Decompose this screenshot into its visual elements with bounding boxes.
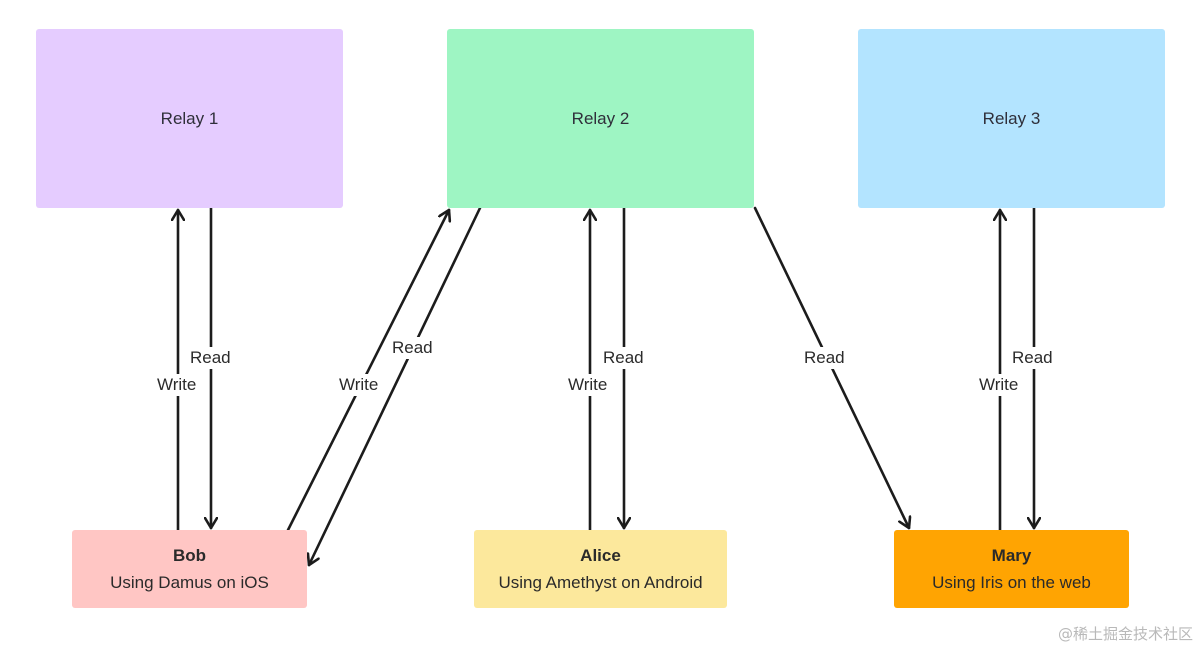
read-label-relay2-bob: Read <box>390 337 435 359</box>
relay-1-box: Relay 1 <box>36 29 343 208</box>
client-bob-name: Bob <box>172 546 207 565</box>
relay-2-box: Relay 2 <box>447 29 754 208</box>
client-mary-box: Mary Using Iris on the web <box>894 530 1129 608</box>
relay2-read-bob-arrow <box>309 206 482 567</box>
write-label-mary-relay3: Write <box>977 374 1021 396</box>
write-label-bob-relay2: Write <box>337 374 381 396</box>
client-mary-name: Mary <box>991 546 1032 565</box>
read-label-relay3-mary: Read <box>1010 347 1055 369</box>
relay-2-label: Relay 2 <box>571 108 630 128</box>
client-mary-subtitle: Using Iris on the web <box>932 573 1091 592</box>
relay-3-label: Relay 3 <box>982 108 1041 128</box>
relay-3-box: Relay 3 <box>858 29 1165 208</box>
client-bob-subtitle: Using Damus on iOS <box>110 573 269 592</box>
read-label-relay2-alice: Read <box>601 347 646 369</box>
read-label-relay2-mary: Read <box>802 347 847 369</box>
bob-write-relay2-arrow <box>286 208 449 532</box>
watermark: @稀土掘金技术社区 <box>1057 625 1193 643</box>
client-alice-subtitle: Using Amethyst on Android <box>498 573 703 592</box>
relay-1-label: Relay 1 <box>160 108 219 128</box>
write-label-bob-relay1: Write <box>155 374 199 396</box>
write-label-alice-relay2: Write <box>566 374 610 396</box>
client-alice-name: Alice <box>580 546 621 565</box>
client-alice-box: Alice Using Amethyst on Android <box>474 530 727 608</box>
client-bob-box: Bob Using Damus on iOS <box>72 530 307 608</box>
read-label-relay1-bob: Read <box>188 347 233 369</box>
